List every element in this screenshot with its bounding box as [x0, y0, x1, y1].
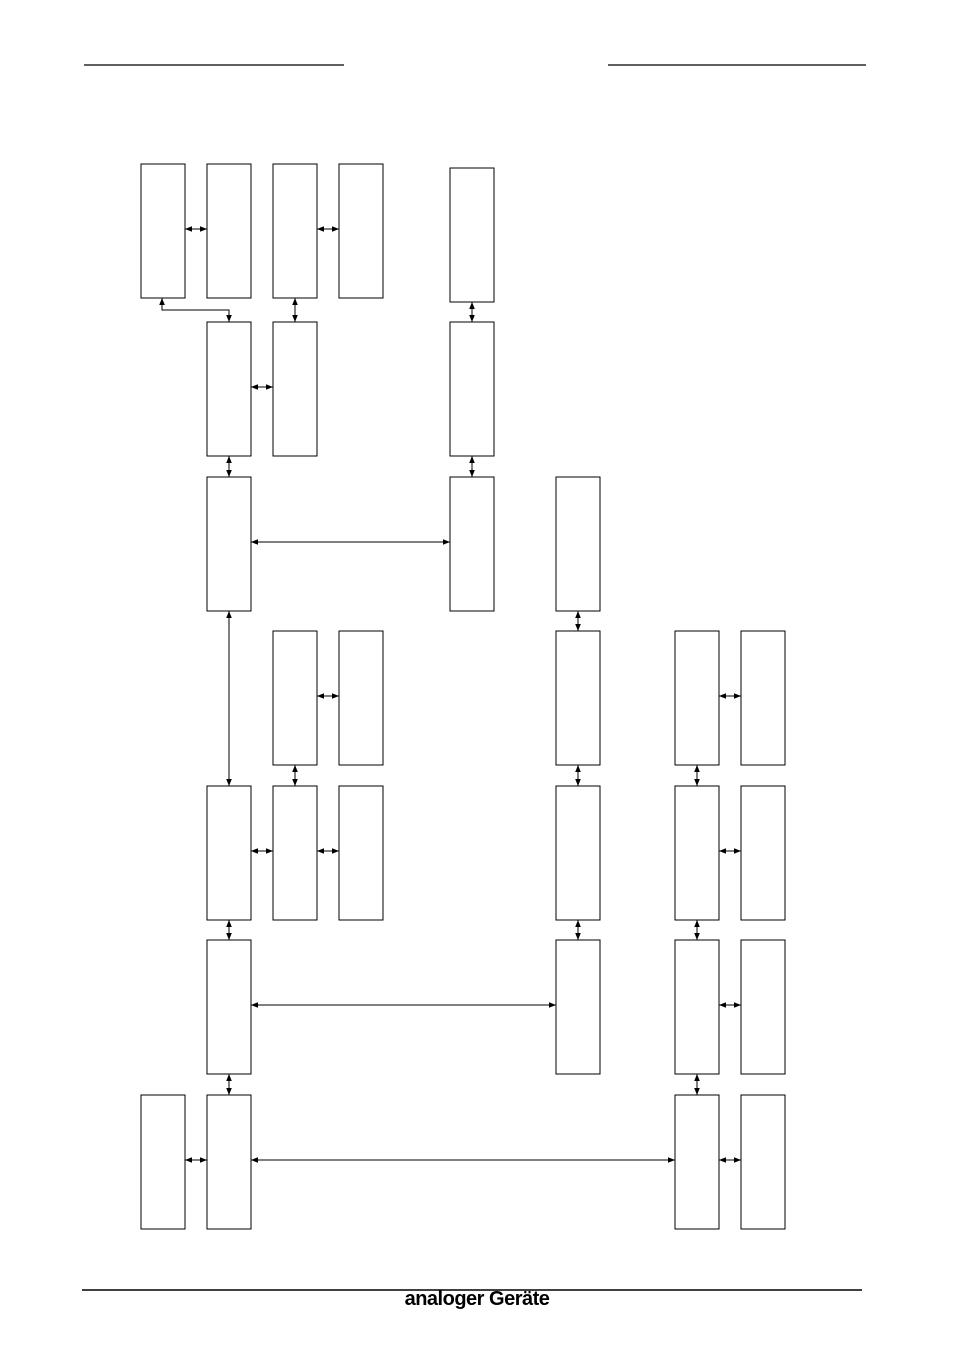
diagram-box-20 [555, 785, 601, 921]
diagram-box-24 [555, 939, 601, 1075]
diagram-box-30 [740, 1094, 786, 1230]
diagram-box-7 [272, 321, 318, 457]
diagram-box-29 [674, 1094, 720, 1230]
diagram-box-2 [206, 163, 252, 299]
diagram-box-26 [740, 939, 786, 1075]
diagram-box-22 [740, 785, 786, 921]
diagram-box-23 [206, 939, 252, 1075]
diagram-box-9 [206, 476, 252, 612]
diagram-box-18 [272, 785, 318, 921]
diagram-box-14 [555, 630, 601, 766]
diagram-box-12 [272, 630, 318, 766]
diagram-connectors [159, 226, 741, 1163]
connector-arrow-3 [159, 298, 232, 322]
diagram-box-27 [140, 1094, 186, 1230]
footer-title: analoger Geräte [404, 1288, 550, 1310]
diagram-box-6 [206, 321, 252, 457]
diagram-box-4 [338, 163, 384, 299]
diagram-box-19 [338, 785, 384, 921]
diagram-box-3 [272, 163, 318, 299]
diagram-box-28 [206, 1094, 252, 1230]
diagram-box-15 [674, 630, 720, 766]
diagram-boxes [140, 163, 786, 1230]
diagram-box-11 [555, 476, 601, 612]
diagram-box-13 [338, 630, 384, 766]
diagram-box-1 [140, 163, 186, 299]
diagram-box-5 [449, 167, 495, 303]
diagram-box-16 [740, 630, 786, 766]
diagram-box-10 [449, 476, 495, 612]
diagram-box-21 [674, 785, 720, 921]
diagram-box-17 [206, 785, 252, 921]
diagram-box-8 [449, 321, 495, 457]
diagram-box-25 [674, 939, 720, 1075]
